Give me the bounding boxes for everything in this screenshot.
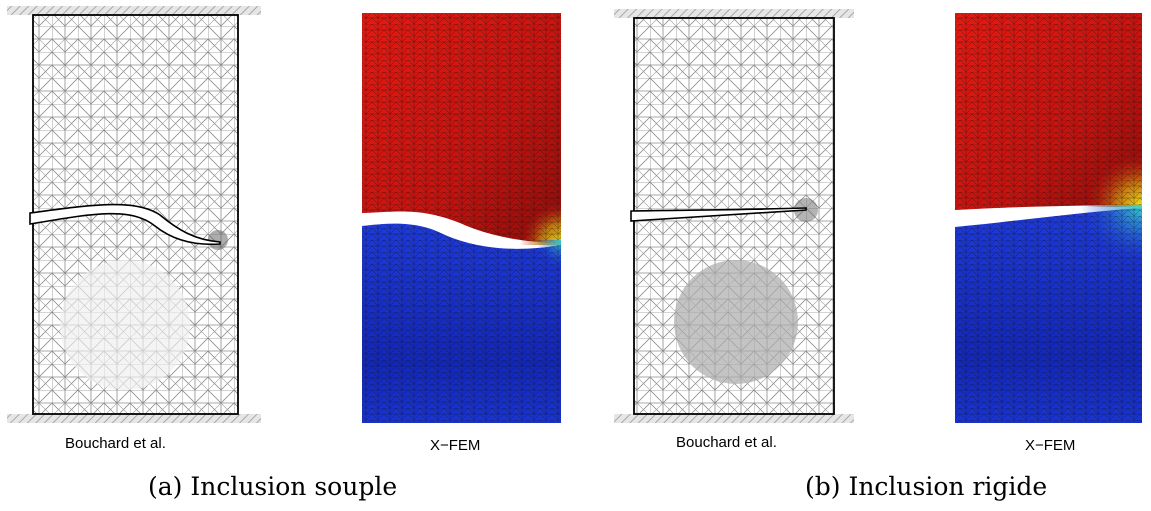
panel-b-reference-mesh (614, 9, 854, 423)
bottom-clamp-hatch (7, 414, 261, 423)
panel-b-right-label: X−FEM (1025, 437, 1076, 454)
crack-tip-refinement (208, 230, 228, 250)
panel-a-reference-mesh (7, 6, 261, 423)
upper-region-mesh (362, 13, 561, 243)
lower-region-mesh (955, 208, 1142, 423)
caption-a: (a) Inclusion souple (148, 472, 398, 501)
bottom-clamp-hatch (614, 414, 854, 423)
lower-region-mesh (362, 223, 561, 423)
top-clamp-hatch (614, 9, 854, 18)
panel-a-left-label: Bouchard et al. (65, 435, 166, 452)
top-clamp-hatch (7, 6, 261, 15)
panel-a-xfem-field (362, 13, 561, 423)
panel-b-xfem-field (955, 13, 1142, 423)
soft-inclusion (60, 260, 190, 390)
panel-a-right-label: X−FEM (430, 437, 481, 454)
upper-region-mesh (955, 13, 1142, 210)
panel-b-left-label: Bouchard et al. (676, 434, 777, 451)
rigid-inclusion-mesh (674, 260, 798, 384)
crack-opening (29, 203, 221, 246)
crack-opening (630, 207, 807, 222)
caption-b: (b) Inclusion rigide (805, 472, 1048, 501)
